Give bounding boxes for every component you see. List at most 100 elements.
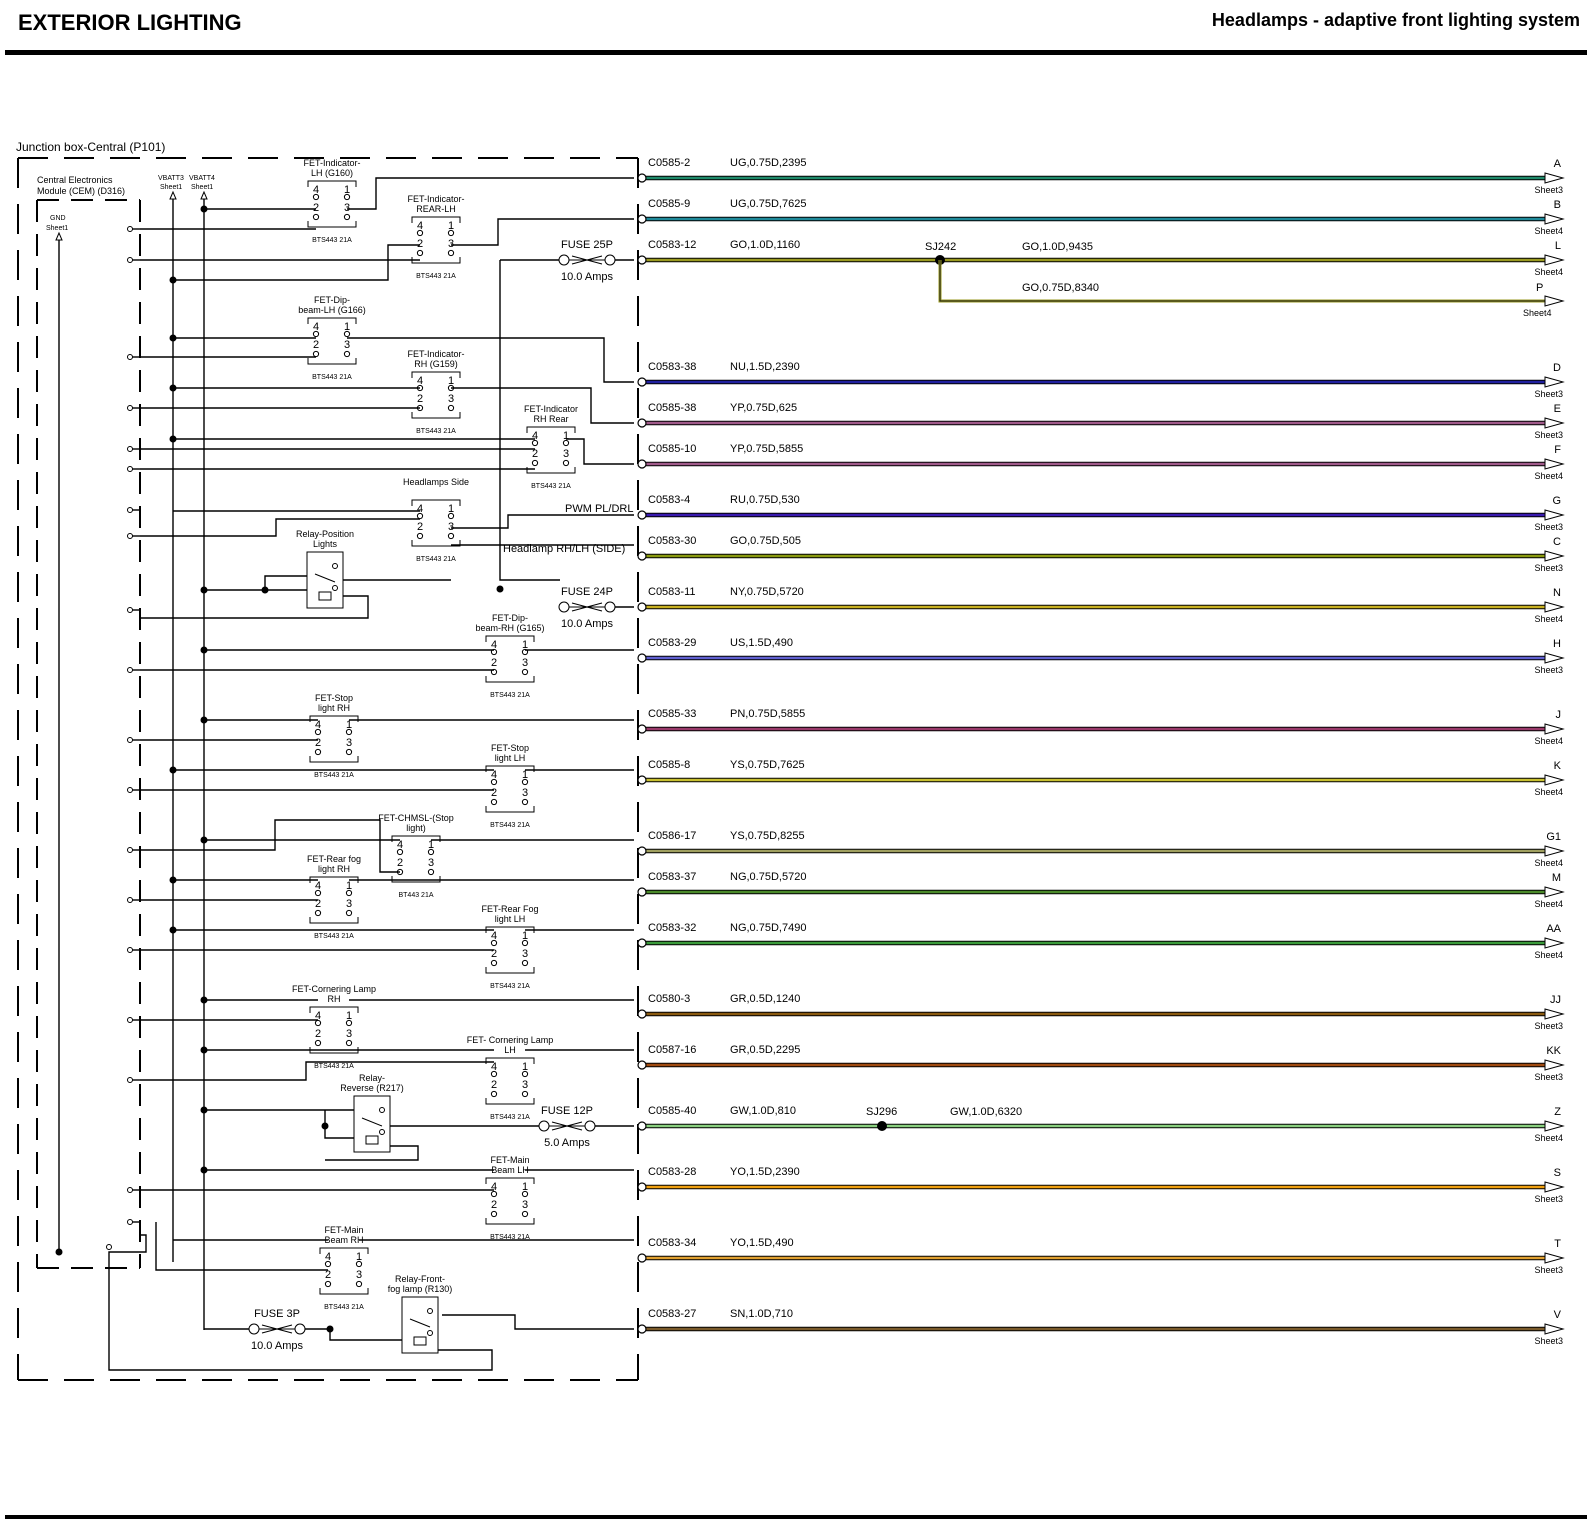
switch-terminal xyxy=(345,728,353,736)
connector-label: C0583-32 xyxy=(648,922,696,934)
connector-label: C0583-11 xyxy=(648,586,696,598)
connector-pin xyxy=(637,1182,647,1192)
pin-3: 3 xyxy=(522,1079,528,1091)
input-terminal xyxy=(127,354,133,360)
pin-2: 2 xyxy=(315,1028,321,1040)
input-terminal xyxy=(127,466,133,472)
branch-p-spec: GO,0.75D,8340 xyxy=(1022,282,1099,294)
wire-sheet: Sheet4 xyxy=(1534,1133,1563,1143)
pin-2: 2 xyxy=(491,657,497,669)
switch-bracket xyxy=(526,426,576,474)
pin-3: 3 xyxy=(448,238,454,250)
pin-4: 4 xyxy=(491,769,497,781)
wire-spec: PN,0.75D,5855 xyxy=(730,708,805,720)
sheet-arrow-icon xyxy=(1544,213,1565,225)
internal-wire xyxy=(566,438,634,465)
switch-terminal xyxy=(345,748,353,756)
wire-letter: Z xyxy=(1554,1106,1561,1118)
switch-name-1: FET-Cornering Lamp xyxy=(292,984,376,994)
switch-terminal xyxy=(345,1039,353,1047)
junction-node xyxy=(200,836,208,844)
wire-letter: M xyxy=(1552,872,1561,884)
pin-1: 1 xyxy=(344,321,350,333)
pin-4: 4 xyxy=(315,719,321,731)
wire-sheet: Sheet3 xyxy=(1534,389,1563,399)
wire-spec: NG,0.75D,5720 xyxy=(730,871,806,883)
switch-name-1: FET-Indicator- xyxy=(303,158,360,168)
branch-p-letter: P xyxy=(1536,282,1543,294)
switch-terminal xyxy=(312,213,320,221)
switch-terminal xyxy=(345,889,353,897)
vbatt4-label: VBATT4 xyxy=(189,175,215,182)
pin-2: 2 xyxy=(491,1079,497,1091)
wire-sheet: Sheet4 xyxy=(1534,267,1563,277)
pin-1: 1 xyxy=(563,430,569,442)
relay-body xyxy=(306,551,344,609)
wire-letter: JJ xyxy=(1550,994,1561,1006)
connector-pin xyxy=(637,214,647,224)
misc-layer: PWM PL/DRL Headlamp RH/LH (SIDE) SJ242 G… xyxy=(106,177,1565,1371)
pin-2: 2 xyxy=(315,737,321,749)
switch-terminal xyxy=(427,848,435,856)
wire-sheet: Sheet3 xyxy=(1534,665,1563,675)
wire-spec: GW,1.0D,810 xyxy=(730,1105,796,1117)
switch-terminal xyxy=(324,1260,332,1268)
pwm-label: PWM PL/DRL xyxy=(565,503,633,515)
pin-2: 2 xyxy=(397,857,403,869)
wire-sheet: Sheet3 xyxy=(1534,430,1563,440)
connector-pin xyxy=(637,724,647,734)
switch-bracket xyxy=(391,835,441,883)
wire-spec: YO,1.5D,490 xyxy=(730,1237,794,1249)
switch-terminal xyxy=(490,798,498,806)
junction-node xyxy=(321,1122,329,1130)
wire-sheet: Sheet3 xyxy=(1534,1194,1563,1204)
pin-2: 2 xyxy=(313,339,319,351)
relay-name-1: Relay- xyxy=(359,1073,385,1083)
switch-terminal xyxy=(521,668,529,676)
relay-body xyxy=(401,1296,439,1354)
sheet-arrow-icon xyxy=(1544,458,1565,470)
fuse-name: FUSE 24P xyxy=(561,586,613,598)
switch-part: BTS443 21A xyxy=(416,273,456,280)
switch-name-1: FET-Dip- xyxy=(492,613,528,623)
wire-sheet: Sheet3 xyxy=(1534,522,1563,532)
switch-terminal xyxy=(447,229,455,237)
switch-terminal xyxy=(490,939,498,947)
fuse-element-icon xyxy=(569,255,605,265)
wire-spec: GR,0.5D,1240 xyxy=(730,993,800,1005)
internal-wire xyxy=(264,575,307,590)
connector-label: C0583-28 xyxy=(648,1166,696,1178)
pin-2: 2 xyxy=(417,238,423,250)
pin-2: 2 xyxy=(532,448,538,460)
connector-label: C0580-3 xyxy=(648,993,690,1005)
wire-letter: T xyxy=(1554,1238,1561,1250)
wire-sheet: Sheet4 xyxy=(1534,614,1563,624)
junction-node xyxy=(169,276,177,284)
fuse-rating: 10.0 Amps xyxy=(561,271,613,283)
connector-label: C0585-10 xyxy=(648,443,696,455)
switch-name-1: Headlamps Side xyxy=(403,477,469,487)
connector-label: C0583-4 xyxy=(648,494,690,506)
cem-module-outline xyxy=(36,199,141,1269)
wire-letter: AA xyxy=(1546,923,1561,935)
junction-node xyxy=(200,205,208,213)
pin-3: 3 xyxy=(344,339,350,351)
switch-bracket xyxy=(485,765,535,813)
pin-4: 4 xyxy=(491,1181,497,1193)
connector-pin xyxy=(637,551,647,561)
pin-3: 3 xyxy=(346,1028,352,1040)
pin-1: 1 xyxy=(448,220,454,232)
relay-contact xyxy=(379,1107,385,1113)
relay-body xyxy=(353,1095,391,1153)
